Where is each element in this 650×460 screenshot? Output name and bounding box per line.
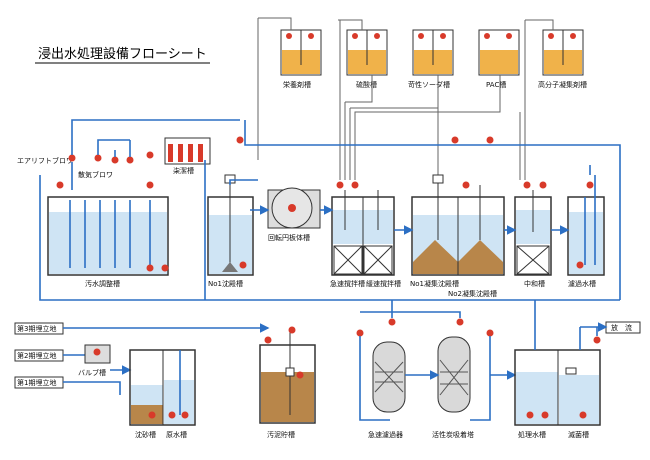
raw-water-adjustment-label: 汚水調整槽 xyxy=(85,279,120,288)
process-pipes xyxy=(39,120,621,301)
pump-icon xyxy=(484,33,490,39)
lime-tank xyxy=(146,137,211,165)
rotary-disc-unit xyxy=(267,187,321,229)
neutralization-label: 中和槽 xyxy=(524,279,545,288)
chemical-tank-label: 苛性ソーダ槽 xyxy=(408,80,450,89)
rapid-filter-label: 急速濾過器 xyxy=(368,430,403,439)
valve-tank xyxy=(84,344,111,364)
no1-settling-tank xyxy=(207,136,254,276)
pump-icon xyxy=(548,33,554,39)
chemical-tank-label: 栄養剤槽 xyxy=(283,80,311,89)
treated-water-label: 処理水槽 xyxy=(518,430,546,439)
filtration-water-tank xyxy=(567,175,605,276)
coag-settling-tanks xyxy=(411,136,505,276)
treated-sterilization-tanks xyxy=(514,336,601,426)
pump-icon xyxy=(374,33,380,39)
air-lift-blower-label: エアリフトブロワ xyxy=(17,156,73,165)
filter-pipes xyxy=(359,300,517,421)
pump-icon xyxy=(308,33,314,39)
grit-raw-water-tanks xyxy=(129,349,196,426)
raw-water-adjustment-tank xyxy=(47,181,169,276)
chemical-feed-lines xyxy=(257,17,554,180)
landfill-1-label: 第1期埋立地 xyxy=(17,378,56,387)
rapid-slow-mix-tanks xyxy=(331,181,395,276)
blower-icons xyxy=(68,154,134,164)
discharge-label: 放 流 xyxy=(611,323,632,332)
activated-carbon-label: 活性炭吸着塔 xyxy=(432,430,474,439)
landfill-2-label: 第2期埋立地 xyxy=(17,351,56,360)
activated-carbon-tower xyxy=(437,318,494,413)
rapid-filter xyxy=(356,318,406,413)
rapid-mix-label: 急速撹拌槽 xyxy=(330,279,365,288)
chemical-tank-label: 硫酸槽 xyxy=(356,80,377,89)
discharge-pipes xyxy=(534,300,608,350)
lime-tank-label: 㭍潔槽 xyxy=(173,166,194,175)
pump-icon xyxy=(440,33,446,39)
chemical-tank-pac xyxy=(478,29,520,76)
landfill-pipes xyxy=(63,323,270,395)
chemical-tank-sulfuric xyxy=(346,29,388,76)
sludge-storage-label: 汚泥貯槽 xyxy=(267,430,295,439)
rotary-disc-label: 回転円板体槽 xyxy=(268,233,310,242)
chemical-tank-label: PAC槽 xyxy=(486,80,506,89)
chemical-tank-nutrient xyxy=(280,29,322,76)
pump-icon xyxy=(506,33,512,39)
raw-water-2-label: 原水槽 xyxy=(166,430,187,439)
aeration-blower-label: 散気ブロワ xyxy=(78,170,113,179)
pump-icon xyxy=(286,33,292,39)
no1-coag-settling-label: No1凝集沈殿槽 xyxy=(410,279,459,288)
neutralization-tank xyxy=(514,181,552,276)
valve-tank-label: バルブ槽 xyxy=(78,368,106,377)
air-pipes xyxy=(71,119,240,190)
pump-icon xyxy=(570,33,576,39)
filtration-water-label: 濾過水槽 xyxy=(568,279,596,288)
chemical-tank-label: 高分子凝集剤槽 xyxy=(538,80,587,89)
sludge-storage-tank xyxy=(259,326,316,424)
chemical-tank-caustic xyxy=(412,29,454,76)
grit-tank-label: 沈砂槽 xyxy=(135,430,156,439)
no1-settling-label: No1沈殿槽 xyxy=(208,279,243,288)
pump-icon xyxy=(418,33,424,39)
sterilization-label: 滅菌槽 xyxy=(568,430,589,439)
chemical-tank-polymer xyxy=(542,29,584,76)
pump-icon xyxy=(352,33,358,39)
slow-mix-label: 緩速撹拌槽 xyxy=(366,279,401,288)
landfill-3-label: 第3期埋立地 xyxy=(17,324,56,333)
sheet-title: 浸出水処理設備フローシート xyxy=(38,46,207,62)
no2-coag-settling-label: No2凝集沈殿槽 xyxy=(448,289,497,298)
